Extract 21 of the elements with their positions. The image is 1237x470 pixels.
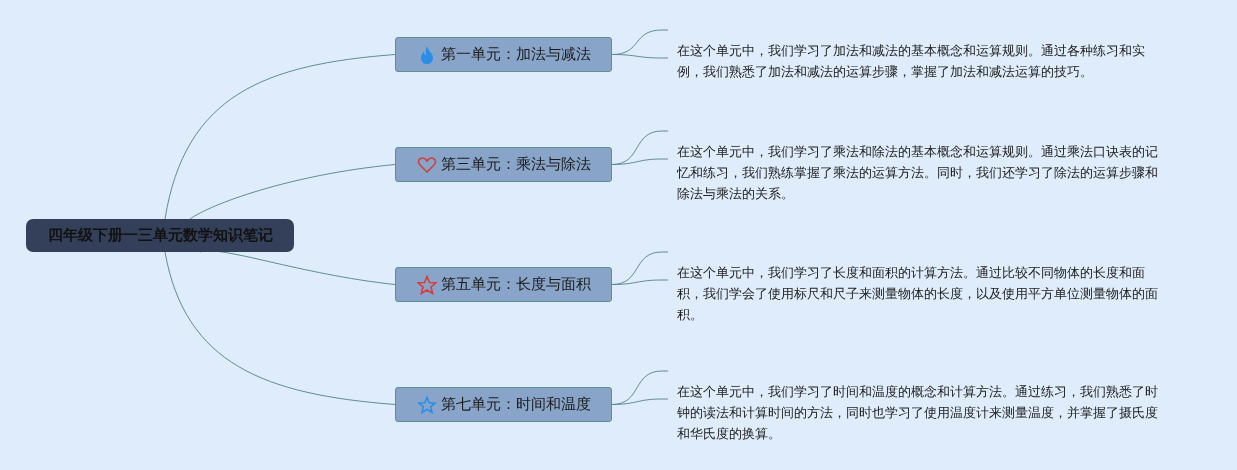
topic-label: 第五单元：长度与面积 [440, 275, 591, 294]
note-text: 在这个单元中，我们学习了时间和温度的概念和计算方法。通过练习，我们熟悉了时钟的读法和计算时间的方法，同时也学习了使用温度计来测量温度，并掌握了摄氏度和华氏度的换算。 [668, 371, 1168, 444]
topic-box [395, 267, 612, 302]
connector-line [611, 370, 669, 405]
connector-line [611, 130, 669, 165]
topic-label: 第一单元：加法与减法 [440, 45, 591, 64]
connector-line [611, 251, 669, 285]
topic-box [395, 37, 612, 72]
connector-line [164, 251, 396, 405]
note-text: 在这个单元中，我们学习了长度和面积的计算方法。通过比较不同物体的长度和面积，我们学会了使用标尺和尺子来测量物体的长度，以及使用平方单位测量物体的面积。 [668, 252, 1168, 325]
topic-box [395, 147, 612, 182]
root-topic-box: 四年级下册一三单元数学知识笔记 [26, 219, 294, 252]
connector-line [611, 29, 669, 59]
note-text: 在这个单元中，我们学习了乘法和除法的基本概念和运算规则。通过乘法口诀表的记忆和练习，我们熟练掌握了乘法的运算方法。同时，我们还学习了除法的运算步骤和除法与乘法的关系。 [668, 131, 1168, 204]
note-text: 在这个单元中，我们学习了加法和减法的基本概念和运算规则。通过各种练习和实例，我们熟悉了加法和减法的运算步骤，掌握了加法和减法运算的技巧。 [668, 30, 1168, 82]
connector-line [164, 54, 396, 220]
connector-line [199, 250, 396, 285]
topic-box [395, 387, 612, 422]
connector-line [189, 164, 396, 220]
topic-label: 第三单元：乘法与除法 [440, 155, 591, 174]
topic-label: 第七单元：时间和温度 [440, 395, 591, 414]
